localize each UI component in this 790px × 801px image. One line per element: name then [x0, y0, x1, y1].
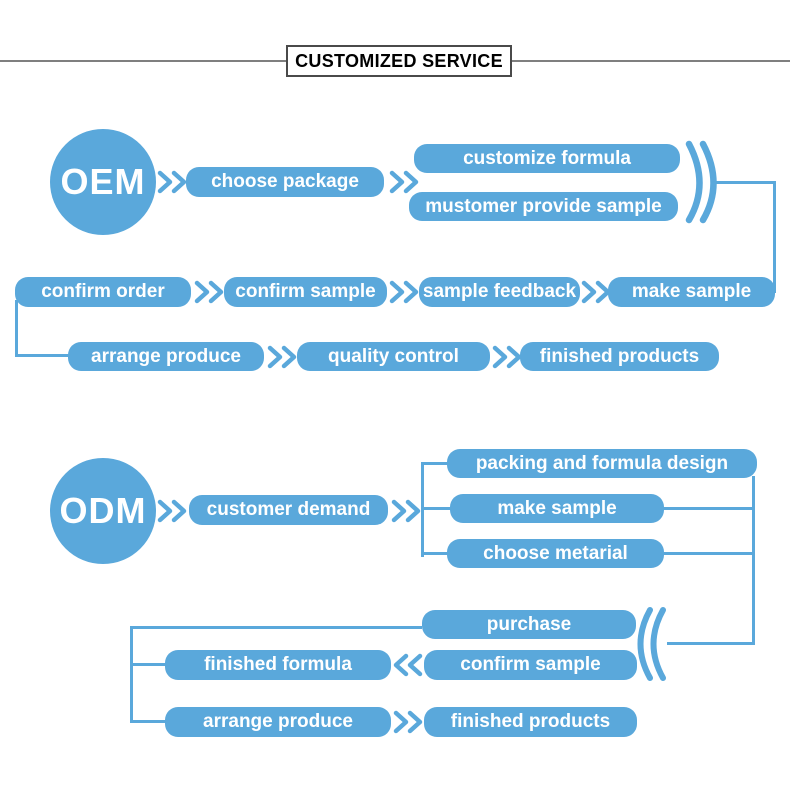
node-confirm-sample: confirm sample	[224, 277, 387, 307]
connector-line	[130, 626, 133, 723]
node-make-sample-odm: make sample	[450, 494, 664, 523]
node-confirm-sample-odm: confirm sample	[424, 650, 637, 680]
node-customize-formula: customize formula	[414, 144, 680, 173]
double-chevron-right-icon	[581, 280, 611, 304]
node-make-sample: make sample	[608, 277, 775, 307]
big-double-chevron-right-icon	[684, 140, 720, 224]
node-customer-demand: customer demand	[189, 495, 388, 525]
page-title: CUSTOMIZED SERVICE	[286, 45, 512, 77]
connector-line	[714, 181, 776, 184]
connector-line	[15, 354, 70, 357]
node-finished-products: finished products	[520, 342, 719, 371]
double-chevron-right-icon	[492, 345, 522, 369]
connector-line	[421, 552, 448, 555]
node-finished-products-odm: finished products	[424, 707, 637, 737]
double-chevron-right-icon	[391, 499, 421, 523]
big-double-chevron-left-icon	[634, 606, 668, 682]
connector-line	[667, 642, 755, 645]
connector-line	[752, 476, 755, 645]
odm-circle: ODM	[50, 458, 156, 564]
node-purchase: purchase	[422, 610, 636, 639]
node-choose-metarial: choose metarial	[447, 539, 664, 568]
double-chevron-right-icon	[194, 280, 224, 304]
node-finished-formula: finished formula	[165, 650, 391, 680]
connector-line	[130, 626, 422, 629]
connector-line	[130, 720, 166, 723]
node-packing-and-formula-design: packing and formula design	[447, 449, 757, 478]
double-chevron-right-icon	[267, 345, 297, 369]
oem-circle: OEM	[50, 129, 156, 235]
double-chevron-right-icon	[157, 499, 187, 523]
connector-line	[130, 663, 166, 666]
node-arrange-produce: arrange produce	[68, 342, 264, 371]
node-sample-feedback: sample feedback	[419, 277, 580, 307]
node-quality-control: quality control	[297, 342, 490, 371]
node-mustomer-provide-sample: mustomer provide sample	[409, 192, 678, 221]
connector-line	[15, 300, 18, 357]
node-confirm-order: confirm order	[15, 277, 191, 307]
double-chevron-right-icon	[157, 170, 187, 194]
node-choose-package: choose package	[186, 167, 384, 197]
double-chevron-right-icon	[389, 280, 419, 304]
connector-line	[773, 181, 776, 293]
connector-line	[664, 552, 754, 555]
node-arrange-produce-odm: arrange produce	[165, 707, 391, 737]
connector-line	[664, 507, 754, 510]
connector-line	[421, 507, 451, 510]
double-chevron-left-icon	[393, 653, 423, 677]
double-chevron-right-icon	[393, 710, 423, 734]
connector-line	[421, 462, 448, 465]
double-chevron-right-icon	[389, 170, 419, 194]
